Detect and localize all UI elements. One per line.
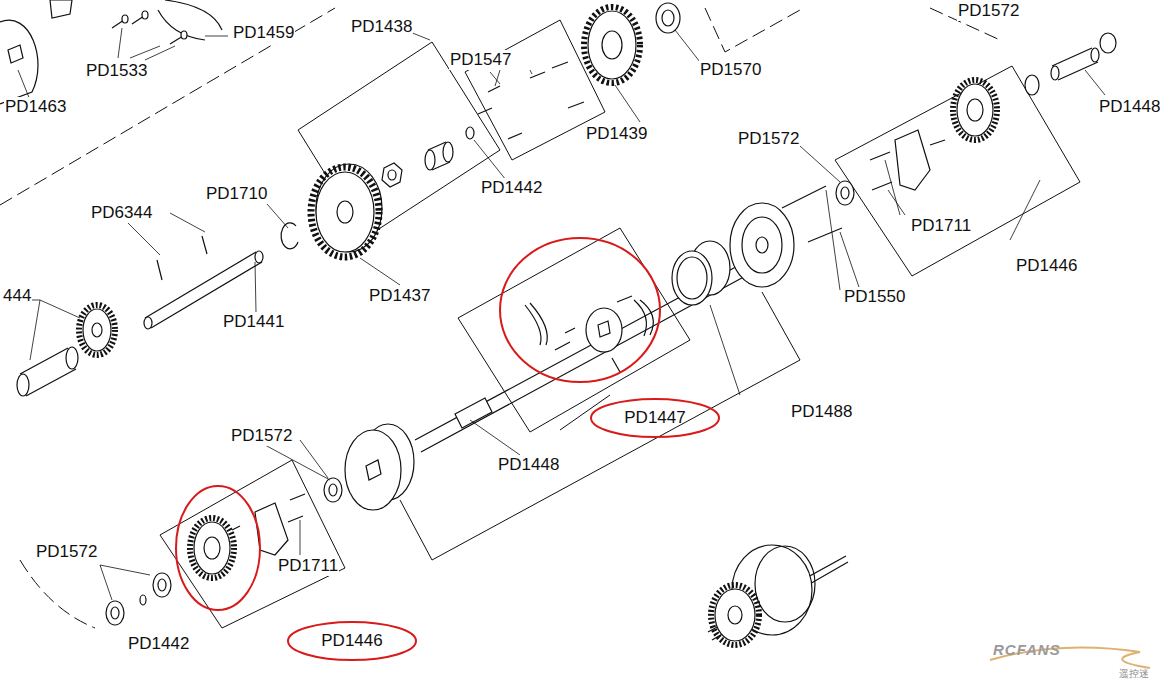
part-number: PD1437	[368, 286, 431, 306]
part-number: PD1459	[232, 23, 295, 43]
highlight-ellipse: PD1446	[286, 620, 418, 662]
part-number: PD1439	[585, 124, 648, 144]
part-number: PD1570	[699, 60, 762, 80]
part-number: PD1550	[843, 287, 906, 307]
part-number: PD1447	[589, 408, 721, 428]
part-number: PD1441	[222, 312, 285, 332]
part-number: PD1442	[127, 634, 190, 654]
part-number: PD1711	[277, 556, 339, 576]
part-number: PD1711	[910, 216, 972, 236]
highlight-ellipse: PD1447	[589, 397, 721, 439]
part-number: PD1533	[85, 61, 148, 81]
watermark: 遥控迷	[1118, 668, 1150, 680]
part-number: PD1446	[286, 631, 418, 651]
part-number: 444	[2, 286, 32, 306]
part-number: PD1448	[497, 455, 560, 475]
part-number: PD6344	[90, 203, 153, 223]
watermark: RCFANS	[992, 640, 1062, 660]
part-number: PD1572	[957, 1, 1020, 21]
part-number: PD1488	[790, 402, 853, 422]
part-number: PD1710	[205, 184, 268, 204]
part-number: PD1572	[35, 542, 98, 562]
part-number: PD1446	[1015, 256, 1078, 276]
part-number: PD1438	[350, 17, 413, 37]
part-number: PD1572	[230, 426, 293, 446]
part-number: PD1572	[737, 129, 800, 149]
part-number: PD1547	[449, 50, 512, 70]
part-number: PD1448	[1098, 97, 1161, 117]
part-number: PD1463	[4, 97, 67, 117]
part-number: PD1442	[480, 178, 543, 198]
